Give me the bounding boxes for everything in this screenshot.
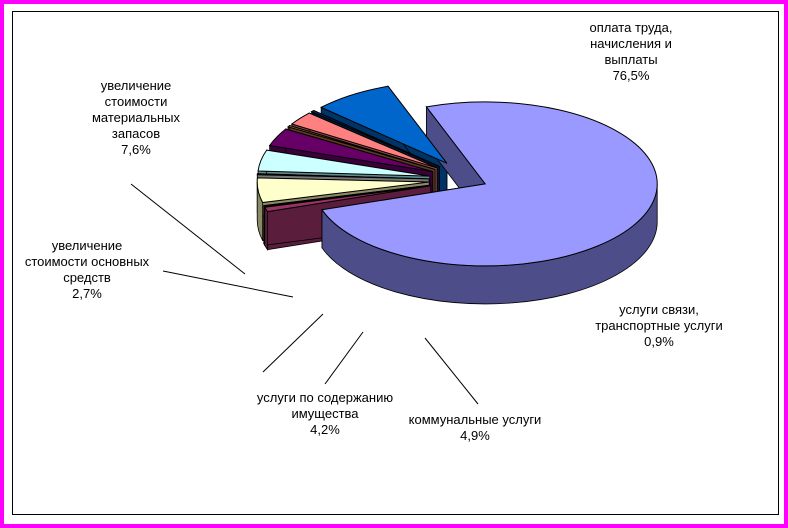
slice-4-top <box>256 173 430 180</box>
slice-0-top <box>321 101 658 267</box>
label-si-line1: услуги по содержанию <box>256 390 394 405</box>
label-mz-line4: запасов <box>111 126 161 141</box>
slice-2-rim-0 <box>263 205 265 247</box>
label-soderzhanie-imushchestva: услуги по содержанию имущества 4,2% <box>237 390 413 438</box>
chart-area: оплата труда, начисления и выплаты 76,5%… <box>12 11 779 515</box>
label-oplata-line3: выплаты <box>604 52 658 67</box>
slice-3-top <box>256 177 430 204</box>
label-mz-line1: увеличение <box>100 78 172 93</box>
label-oplata-line2: начисления и <box>590 36 672 51</box>
leader-line-0 <box>130 183 246 275</box>
slice-6-top <box>268 128 433 173</box>
leader-line-4 <box>424 337 479 405</box>
label-osnovnye-sredstva: увеличение стоимости основных средств 2,… <box>9 238 165 302</box>
label-mz-line2: стоимости <box>104 94 168 109</box>
label-us-line1: услуги связи, <box>619 302 699 317</box>
label-kommunalnye-uslugi: коммунальные услуги 4,9% <box>395 412 555 444</box>
pie-chart <box>130 85 658 405</box>
label-os-line2: стоимости основных <box>24 254 150 269</box>
label-os-pct: 2,7% <box>72 286 102 301</box>
leader-line-2 <box>262 313 324 373</box>
label-oplata-line1: оплата труда, <box>589 20 673 35</box>
label-os-line3: средств <box>63 270 111 285</box>
label-mz-line3: материальных <box>91 110 181 125</box>
leader-line-1 <box>162 270 294 298</box>
label-os-line1: увеличение <box>51 238 123 253</box>
slice-8-top <box>290 112 438 169</box>
label-si-line2: имущества <box>291 406 359 421</box>
label-us-line2: транспортные услуги <box>595 318 723 333</box>
label-ku-pct: 4,9% <box>460 428 490 443</box>
label-uslugi-svyazi: услуги связи, транспортные услуги 0,9% <box>579 302 739 350</box>
label-oplata-pct: 76,5% <box>612 68 650 83</box>
slice-1-top <box>263 185 431 213</box>
slice-1-rim-0 <box>264 205 268 251</box>
label-us-pct: 0,9% <box>644 334 674 349</box>
slice-7-top <box>286 125 436 170</box>
slice-2-top <box>263 184 431 208</box>
label-materialnye-zapasy: увеличение стоимости материальных запасо… <box>61 78 211 158</box>
slice-10-top <box>320 85 448 164</box>
leader-line-3 <box>324 331 364 385</box>
label-oplata: оплата труда, начисления и выплаты 76,5% <box>551 20 711 84</box>
label-ku-line1: коммунальные услуги <box>408 412 542 427</box>
slice-5-top <box>257 149 430 177</box>
label-mz-pct: 7,6% <box>121 142 151 157</box>
label-si-pct: 4,2% <box>310 422 340 437</box>
slice-9-top <box>310 109 440 167</box>
